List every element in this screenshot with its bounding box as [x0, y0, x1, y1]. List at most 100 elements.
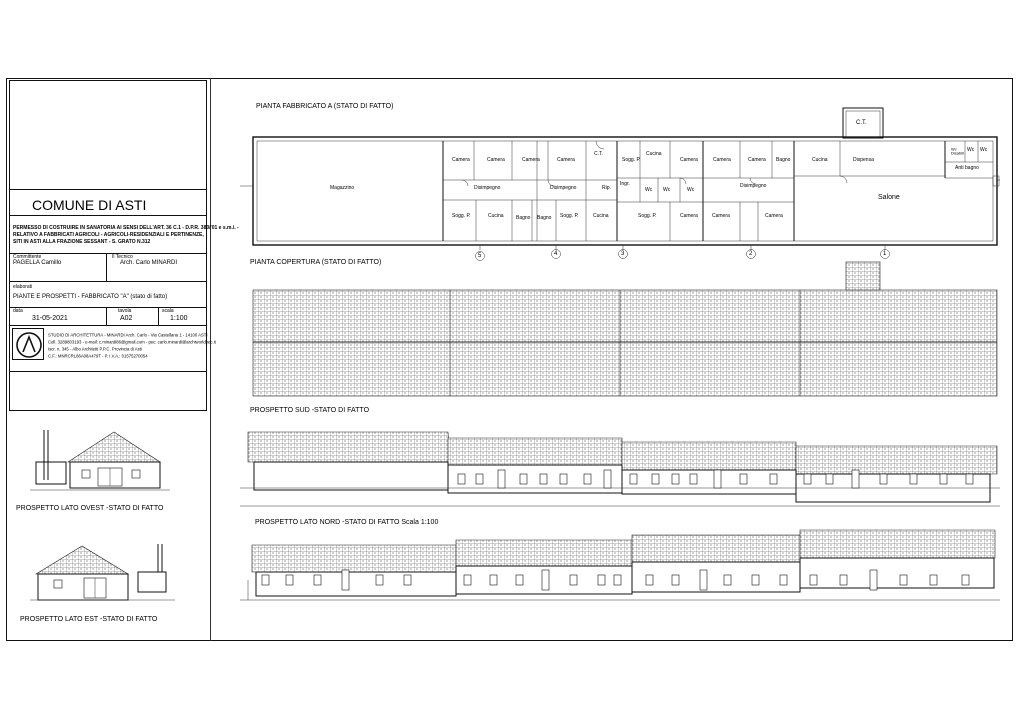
room-dispensa: Dispensa: [853, 157, 874, 163]
east-title: PROSPETTO LATO EST -STATO DI FATTO: [20, 616, 158, 623]
east-elevation-drawing: [30, 544, 175, 601]
plan-title: PIANTA FABBRICATO A (STATO DI FATTO): [256, 103, 394, 110]
window: [569, 574, 578, 586]
studio-logo-icon: [12, 328, 44, 360]
room-sogg-4: Sogg. P.: [638, 213, 657, 219]
window: [671, 473, 680, 485]
window: [457, 473, 466, 485]
window: [489, 574, 498, 586]
window: [751, 574, 760, 586]
window: [261, 574, 270, 586]
roof-plan: [252, 289, 998, 397]
door: [341, 569, 350, 591]
committente-value: PAGELLA Camillo: [13, 260, 62, 266]
room-camera-2: Camera: [487, 157, 505, 163]
room-ct-2: C.T.: [856, 120, 867, 126]
committente-label: Committente: [13, 254, 42, 260]
studio-line-3: Iscr. n. 345 - Albo Architetti P.P.C. Pr…: [48, 347, 142, 353]
window: [645, 574, 654, 586]
window: [597, 574, 606, 586]
tecnico-value: Arch. Carlo MINARDI: [120, 260, 178, 266]
room-ct-1: C.T.: [594, 151, 603, 157]
window: [879, 473, 888, 485]
data-label: data: [13, 308, 23, 314]
room-wc-3: Wc: [687, 187, 695, 193]
window: [629, 473, 638, 485]
window: [965, 473, 974, 485]
window: [809, 574, 818, 586]
room-ingr: Ingr.: [620, 181, 630, 187]
room-cucina-3: Cucina: [646, 151, 662, 157]
room-cucina-4: Cucina: [812, 157, 828, 163]
section-marker-5: 5: [478, 253, 482, 259]
door: [851, 469, 860, 489]
window: [689, 473, 698, 485]
window: [769, 473, 778, 485]
window: [899, 574, 908, 586]
window: [909, 473, 918, 485]
window: [475, 473, 484, 485]
roof-title: PIANTA COPERTURA (STATO DI FATTO): [250, 259, 382, 266]
window: [583, 473, 592, 485]
scala-value: 1:100: [170, 315, 188, 322]
room-bagno-2: Bagno: [537, 215, 552, 221]
window: [285, 574, 294, 586]
window: [375, 574, 384, 586]
west-title: PROSPETTO LATO OVEST -STATO DI FATTO: [16, 505, 164, 512]
room-disimpegno-2: Disimpegno: [550, 185, 577, 191]
room-wc-disabili: Wc Disabili: [951, 147, 964, 156]
description-line-2: RELATIVO A FABBRICATI AGRICOLI - AGRICOL…: [13, 232, 204, 238]
room-camera-3: Camera: [522, 157, 540, 163]
studio-line-2: Cell. 3289803193 - e-mail: c.minardi86@g…: [48, 340, 216, 346]
window: [403, 574, 412, 586]
room-sogg-2: Sogg. P.: [560, 213, 579, 219]
south-elevation: [240, 431, 1000, 507]
scala-label: scala: [162, 308, 174, 314]
window: [739, 473, 748, 485]
room-camera-10: Camera: [765, 213, 783, 219]
room-bagno-3: Bagno: [776, 157, 791, 163]
room-cucina-2: Cucina: [593, 213, 609, 219]
room-camera-4: Camera: [557, 157, 575, 163]
room-disimpegno-3: Disimpegno: [740, 183, 767, 189]
room-wc-5: Wc: [980, 147, 988, 153]
room-rip: Rip.: [602, 185, 611, 191]
municipality-title: COMUNE DI ASTI: [32, 197, 147, 213]
description-line-3: SITI IN ASTI ALLA FRAZIONE SESSANT - S. …: [13, 239, 151, 245]
studio-line-4: C.F.: MNRCRL86A08A479T - P. I.V.A.: 0157…: [48, 354, 148, 360]
tecnico-label: Il Tecnico: [112, 254, 133, 260]
window: [779, 574, 788, 586]
tavola-label: tavola: [118, 308, 132, 314]
door: [497, 469, 506, 489]
studio-line-1: STUDIO DI ARCHITETTURA - MINARDI Arch. C…: [48, 333, 208, 339]
room-anti-bagno: Anti bagno: [955, 165, 979, 171]
section-marker-2: 2: [749, 251, 753, 257]
window: [671, 574, 680, 586]
window: [313, 574, 322, 586]
window: [463, 574, 472, 586]
section-marker-4: 4: [554, 251, 558, 257]
window: [939, 473, 948, 485]
room-camera-9: Camera: [712, 213, 730, 219]
title-block: COMUNE DI ASTI PERMESSO DI COSTRUIRE IN …: [9, 80, 239, 411]
room-sogg-1: Sogg. P.: [452, 213, 471, 219]
room-disimpegno-1: Disimpegno: [474, 185, 501, 191]
room-magazzino: Magazzino: [330, 185, 355, 191]
room-salone: Salone: [878, 194, 900, 201]
window: [723, 574, 732, 586]
window: [559, 473, 568, 485]
north-elevation: [240, 529, 1000, 601]
door: [541, 569, 550, 591]
north-title: PROSPETTO LATO NORD -STATO DI FATTO Scal…: [255, 519, 439, 526]
door: [869, 569, 878, 591]
room-cucina-1: Cucina: [488, 213, 504, 219]
door: [699, 569, 708, 591]
room-bagno-1: Bagno: [516, 215, 531, 221]
west-elevation-drawing: [30, 430, 170, 491]
room-wc-4: Wc: [967, 147, 975, 153]
window: [519, 473, 528, 485]
room-camera-6: Camera: [680, 213, 698, 219]
tavola-value: A02: [120, 315, 133, 322]
elaborato-value: PIANTE E PROSPETTI - FABBRICATO "A" (sta…: [13, 294, 168, 300]
